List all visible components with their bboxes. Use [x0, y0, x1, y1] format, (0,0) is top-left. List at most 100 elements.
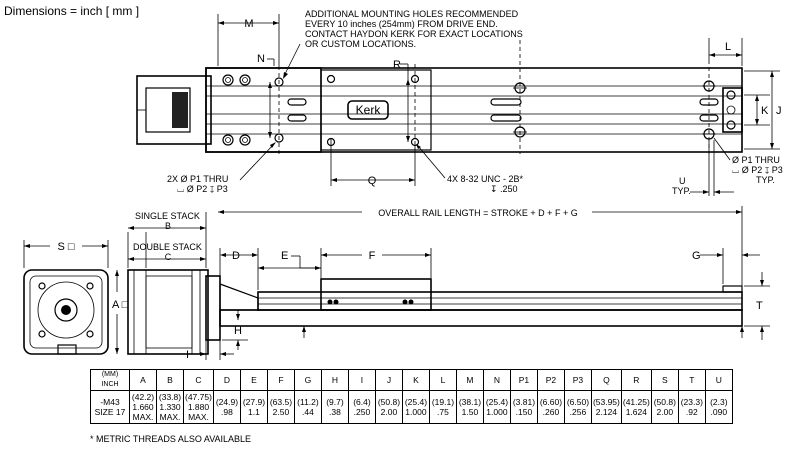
- model-code: -M43: [100, 397, 120, 407]
- dim-E: E: [281, 250, 288, 262]
- dim-Q: Q: [368, 175, 377, 187]
- header-mm: (MM): [101, 371, 119, 378]
- cell-mm: (23.3): [680, 397, 703, 407]
- dim-S: S □: [57, 241, 74, 253]
- cell-mm: (53.95): [592, 397, 620, 407]
- cell-inch: .92: [685, 407, 698, 417]
- model-cell: -M43 SIZE 17: [90, 390, 130, 424]
- col-header: R: [620, 369, 652, 391]
- double-stack-label: DOUBLE STACK: [133, 242, 202, 252]
- cell-mm: (19.1): [431, 397, 455, 407]
- col-header: H: [320, 369, 349, 391]
- col-header: D: [212, 369, 241, 391]
- cell-mm: (24.9): [215, 397, 239, 407]
- rail-end-block: [722, 87, 743, 133]
- overall-length-label: OVERALL RAIL LENGTH = STROKE + D + F + G: [378, 208, 577, 218]
- cell-mm: (6.60): [539, 397, 563, 407]
- cell-suffix: MAX.: [132, 412, 154, 422]
- cell-mm: (50.8): [653, 397, 676, 407]
- col-header: N: [482, 369, 511, 391]
- cell-mm: (2.3): [710, 397, 728, 407]
- col-header: C: [183, 369, 214, 391]
- cell-inch: 1.50: [461, 407, 479, 417]
- u-label: U: [679, 176, 686, 186]
- table-cell: (41.25)1.624: [620, 390, 652, 424]
- cell-inch: 2.00: [656, 407, 674, 417]
- col-header: I: [347, 369, 376, 391]
- top-callouts: ADDITIONAL MOUNTING HOLES RECOMMENDED EV…: [167, 9, 783, 196]
- table-cell: (11.2).44: [293, 390, 322, 424]
- dim-M: M: [244, 18, 253, 30]
- table-cell: (38.1)1.50: [455, 390, 484, 424]
- cell-inch: .98: [221, 407, 233, 417]
- cell-mm: (6.4): [353, 397, 371, 407]
- cell-suffix: MAX.: [159, 412, 181, 422]
- dim-H: H: [234, 325, 242, 337]
- cell-inch: 1.624: [625, 407, 647, 417]
- footnote: * METRIC THREADS ALSO AVAILABLE: [90, 434, 252, 444]
- table-cell: (50.8)2.00: [374, 390, 403, 424]
- cell-mm: (38.1): [458, 397, 482, 407]
- end-view: S □: [23, 240, 109, 355]
- carriage-top: [320, 69, 432, 151]
- mounting-note-line3: CONTACT HAYDON KERK FOR EXACT LOCATIONS: [305, 29, 523, 39]
- thru-note-right-3: TYP.: [756, 175, 775, 185]
- dim-A: A □: [112, 299, 129, 311]
- motor-connector: [172, 92, 188, 128]
- cell-mm: (3.81): [512, 397, 536, 407]
- cell-mm: (27.9): [242, 397, 266, 407]
- cell-mm: (33.8): [158, 392, 182, 402]
- cell-mm: (47.75): [185, 392, 212, 402]
- table-cell: (27.9)1.1: [239, 390, 268, 424]
- cell-inch: 1.660: [132, 402, 154, 412]
- table-cell: (19.1).75: [428, 390, 457, 424]
- table-cell: (6.60).260: [536, 390, 565, 424]
- dim-L: L: [725, 41, 731, 53]
- col-header: K: [401, 369, 430, 391]
- mounting-note-line1: ADDITIONAL MOUNTING HOLES RECOMMENDED: [305, 9, 519, 19]
- kerk-logo-box: [347, 100, 389, 120]
- cell-inch: 1.330: [159, 402, 181, 412]
- carriage-side: [320, 278, 432, 311]
- cell-mm: (41.25): [622, 397, 650, 407]
- cell-mm: (9.7): [326, 397, 344, 407]
- cell-inch: .256: [569, 407, 587, 417]
- col-header: L: [428, 369, 457, 391]
- cell-mm: (25.4): [485, 397, 509, 407]
- header-model-cell: (MM) INCH: [90, 369, 130, 391]
- dim-F: F: [369, 250, 376, 262]
- col-header: J: [374, 369, 403, 391]
- cell-inch: 2.00: [380, 407, 398, 417]
- u-typ: TYP.: [672, 186, 691, 196]
- col-header: P1: [509, 369, 538, 391]
- dimensions-note: Dimensions = inch [ mm ]: [4, 4, 139, 18]
- col-header: B: [156, 369, 184, 391]
- mounting-note-line2: EVERY 10 inches (254mm) FROM DRIVE END.: [305, 19, 498, 29]
- table-cell: (53.95)2.124: [590, 390, 622, 424]
- kerk-logo-text: Kerk: [356, 103, 382, 117]
- tapped-note-2: ↧ .250: [490, 184, 518, 194]
- top-view: Kerk: [136, 40, 743, 186]
- cell-inch: 1.000: [405, 407, 427, 417]
- cell-inch: 1.880: [187, 402, 210, 412]
- cell-inch: 1.000: [486, 407, 508, 417]
- cell-inch: 1.1: [248, 407, 260, 417]
- col-header: E: [239, 369, 268, 391]
- table-header-row: (MM) INCH A B C D E F G H I J K L M N P1…: [90, 369, 733, 391]
- table-cell: (50.8)2.00: [650, 390, 679, 424]
- cell-inch: 2.124: [595, 407, 618, 417]
- table-cell: (2.3).090: [704, 390, 733, 424]
- dimension-table: (MM) INCH A B C D E F G H I J K L M N P1…: [90, 369, 733, 424]
- tapped-note-1: 4X 8-32 UNC - 2B*: [447, 174, 524, 184]
- table-cell: (9.7).38: [320, 390, 349, 424]
- rail-body-top: [205, 67, 743, 153]
- cell-mm: (42.2): [131, 392, 155, 402]
- table-cell: (24.9).98: [212, 390, 241, 424]
- cell-inch: .260: [542, 407, 560, 417]
- col-header: P3: [563, 369, 592, 391]
- dim-R: R: [393, 59, 401, 71]
- thru-note-right-2: ⌴ Ø P2 ↧ P3: [732, 165, 783, 175]
